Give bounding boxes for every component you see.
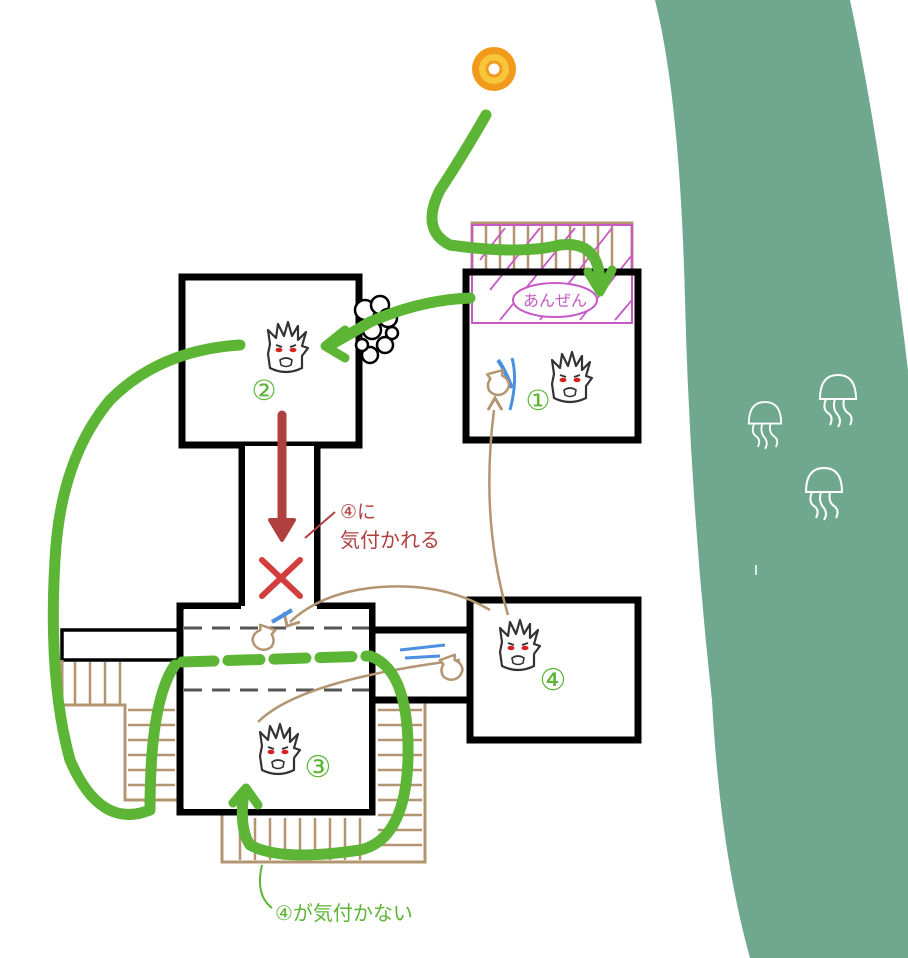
player-route — [47, 109, 617, 861]
corridor-2-3 — [238, 445, 321, 606]
corridor-3-4 — [372, 626, 470, 704]
enemy-face-icon — [266, 320, 310, 374]
distraction-throws — [248, 357, 517, 684]
room-2-number: ② — [251, 374, 276, 407]
room-3-number: ③ — [305, 750, 332, 785]
room-3-dashed-lines — [184, 626, 369, 692]
room-1-number: ① — [525, 384, 550, 417]
not-noticed-annotation: ④が気付かない — [275, 901, 413, 925]
enemy-sight-lines — [257, 395, 510, 723]
safe-zone-label: あんぜん — [523, 291, 587, 310]
room-3-walls — [176, 602, 376, 816]
pot-icon — [436, 652, 467, 684]
room-4-walls — [466, 596, 642, 744]
enemy-face-icon — [550, 350, 594, 404]
cross-icon — [259, 557, 303, 599]
room-1-walls — [462, 268, 642, 444]
room-4-number: ④ — [540, 663, 567, 698]
start-marker-icon — [472, 47, 516, 91]
blocked-route — [259, 410, 303, 599]
noticed-annotation-line2: 気付かれる — [340, 528, 440, 552]
river — [655, 0, 908, 958]
noticed-annotation-line1: ④に — [340, 501, 376, 523]
enemy-face-icon — [498, 618, 542, 672]
